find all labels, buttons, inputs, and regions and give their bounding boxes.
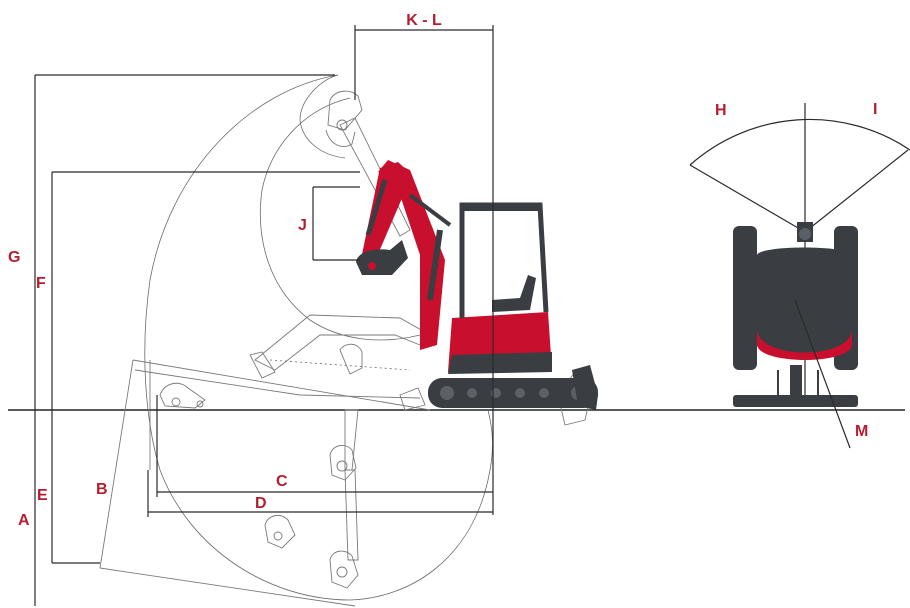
dimension-k-l bbox=[354, 25, 494, 515]
label-e: E bbox=[37, 487, 48, 504]
dimension-d bbox=[147, 470, 493, 517]
label-k-l: K - L bbox=[406, 12, 442, 29]
reach-envelope bbox=[99, 74, 493, 607]
label-f: F bbox=[36, 275, 46, 292]
dimension-c bbox=[156, 395, 493, 497]
label-m: M bbox=[855, 423, 868, 440]
dimension-g bbox=[34, 74, 335, 410]
excavator-front-view bbox=[689, 103, 910, 449]
label-j: J bbox=[298, 217, 307, 234]
label-b: B bbox=[96, 481, 108, 498]
excavator-side-view bbox=[356, 160, 598, 410]
label-h: H bbox=[715, 102, 727, 119]
label-c: C bbox=[276, 473, 288, 490]
dimension-j bbox=[312, 186, 360, 261]
label-d: D bbox=[255, 495, 267, 512]
label-i: I bbox=[873, 101, 877, 118]
dimension-f bbox=[51, 171, 360, 410]
label-g: G bbox=[8, 249, 20, 266]
dimension-e bbox=[51, 410, 100, 564]
label-a: A bbox=[18, 512, 30, 529]
